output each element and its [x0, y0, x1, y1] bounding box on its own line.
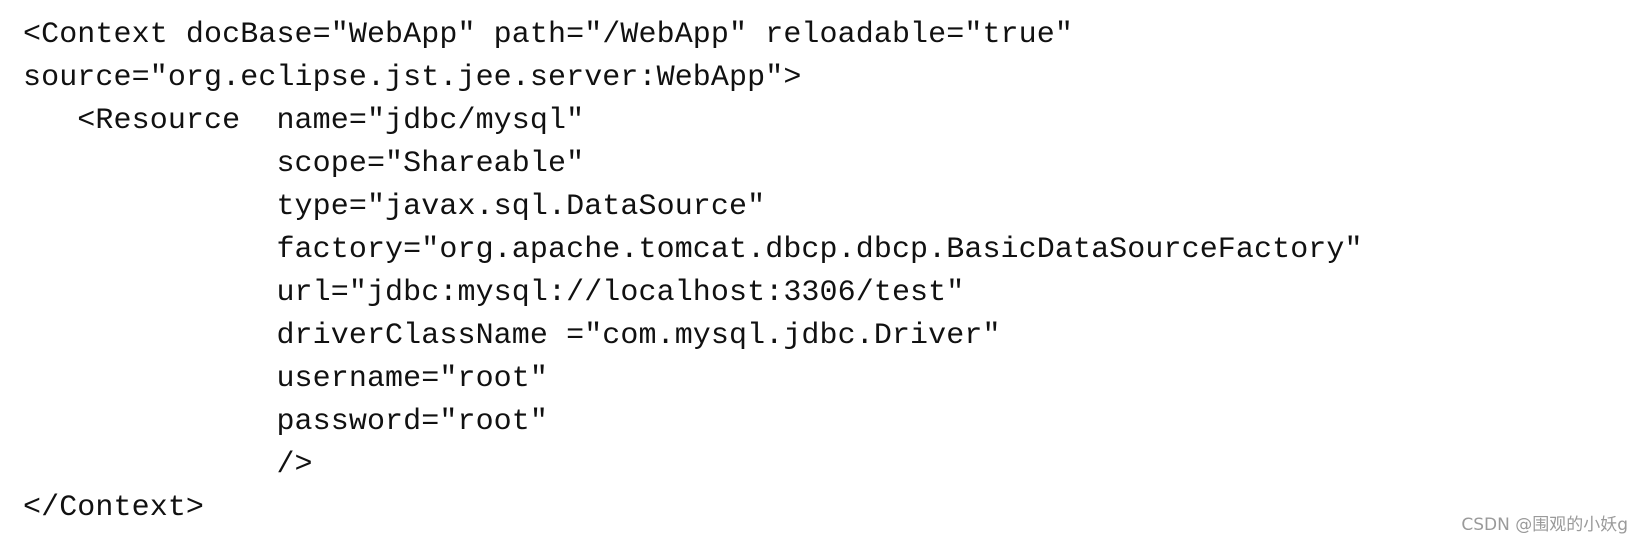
- code-line-scope: scope="Shareable": [23, 147, 585, 181]
- csdn-watermark: CSDN @围观的小妖g: [1461, 515, 1628, 535]
- code-line-factory: factory="org.apache.tomcat.dbcp.dbcp.Bas…: [23, 233, 1363, 267]
- code-line-source: source="org.eclipse.jst.jee.server:WebAp…: [23, 61, 802, 95]
- code-line-password: password="root": [23, 405, 548, 439]
- code-line-type: type="javax.sql.DataSource": [23, 190, 766, 224]
- code-line-resource-close: />: [23, 448, 313, 482]
- code-block: <Context docBase="WebApp" path="/WebApp"…: [23, 14, 1363, 530]
- code-line-resource-name: <Resource name="jdbc/mysql": [23, 104, 585, 138]
- code-line-context-close: </Context>: [23, 491, 205, 525]
- code-line-driver-class-name: driverClassName ="com.mysql.jdbc.Driver": [23, 319, 1001, 353]
- code-line-context-open: <Context docBase="WebApp" path="/WebApp"…: [23, 18, 1073, 52]
- code-line-url: url="jdbc:mysql://localhost:3306/test": [23, 276, 965, 310]
- code-line-username: username="root": [23, 362, 548, 396]
